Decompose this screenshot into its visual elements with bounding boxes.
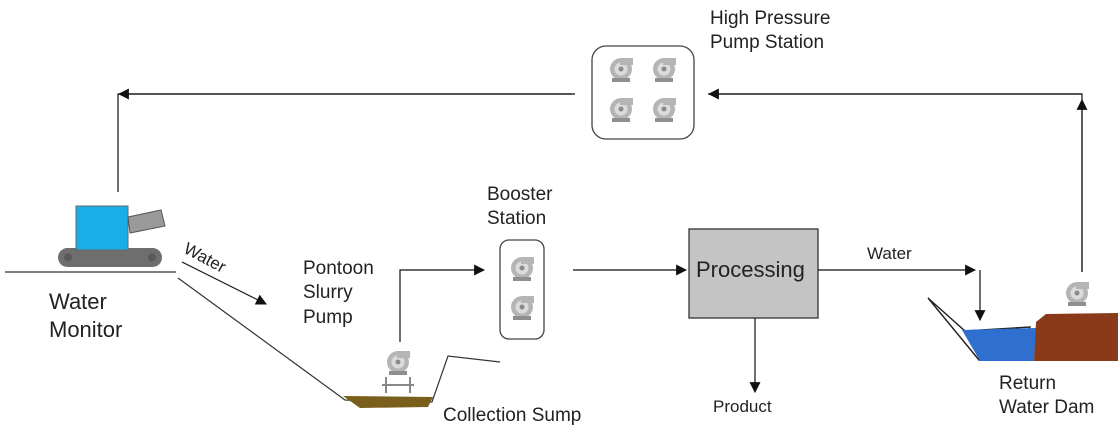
arrow-water-diagonal: [181, 261, 267, 305]
booster-label-line2: Station: [487, 208, 547, 230]
product-label: Product: [713, 397, 772, 416]
return-dam-soil: [1034, 313, 1118, 361]
hp-pump-1: [610, 58, 633, 82]
pontoon-label-line2: Slurry: [303, 282, 353, 304]
booster-pump-1: [511, 257, 534, 281]
pontoon-label-line3: Pump: [303, 306, 353, 328]
return-dam-label-line1: Return: [999, 373, 1057, 394]
pontoon-label-line1: Pontoon: [303, 258, 374, 279]
water-top-label: Water: [867, 244, 912, 263]
hp-pump-3: [610, 98, 633, 122]
return-dam-label-line2: Water Dam: [999, 397, 1095, 419]
booster-station-box: [499, 239, 545, 340]
collection-sump-mud: [343, 396, 433, 408]
high-pressure-label-line1: High Pressure: [710, 8, 831, 29]
pontoon-slurry-pump: [382, 351, 414, 393]
water-monitor-label-line2: Monitor: [49, 317, 123, 343]
booster-pump-2: [511, 296, 534, 320]
collection-sump-label: Collection Sump: [443, 405, 582, 426]
processing-label: Processing: [696, 257, 805, 282]
water-monitor-machine: [58, 205, 166, 267]
arrow-pump-to-booster: [399, 264, 486, 342]
return-dam-water: [962, 328, 1036, 361]
return-dam-pump: [1066, 282, 1089, 306]
high-pressure-label-line2: Pump Station: [710, 32, 825, 54]
high-pressure-pump-station-box: [591, 45, 695, 140]
hp-pump-2: [653, 58, 676, 82]
line-monitor-supply: [117, 93, 575, 192]
pit-slope-line: [177, 277, 501, 403]
processing-box: [688, 228, 819, 319]
booster-label-line1: Booster: [487, 184, 553, 205]
hp-pump-4: [653, 98, 676, 122]
water-monitor-label-line1: Water: [49, 289, 107, 314]
